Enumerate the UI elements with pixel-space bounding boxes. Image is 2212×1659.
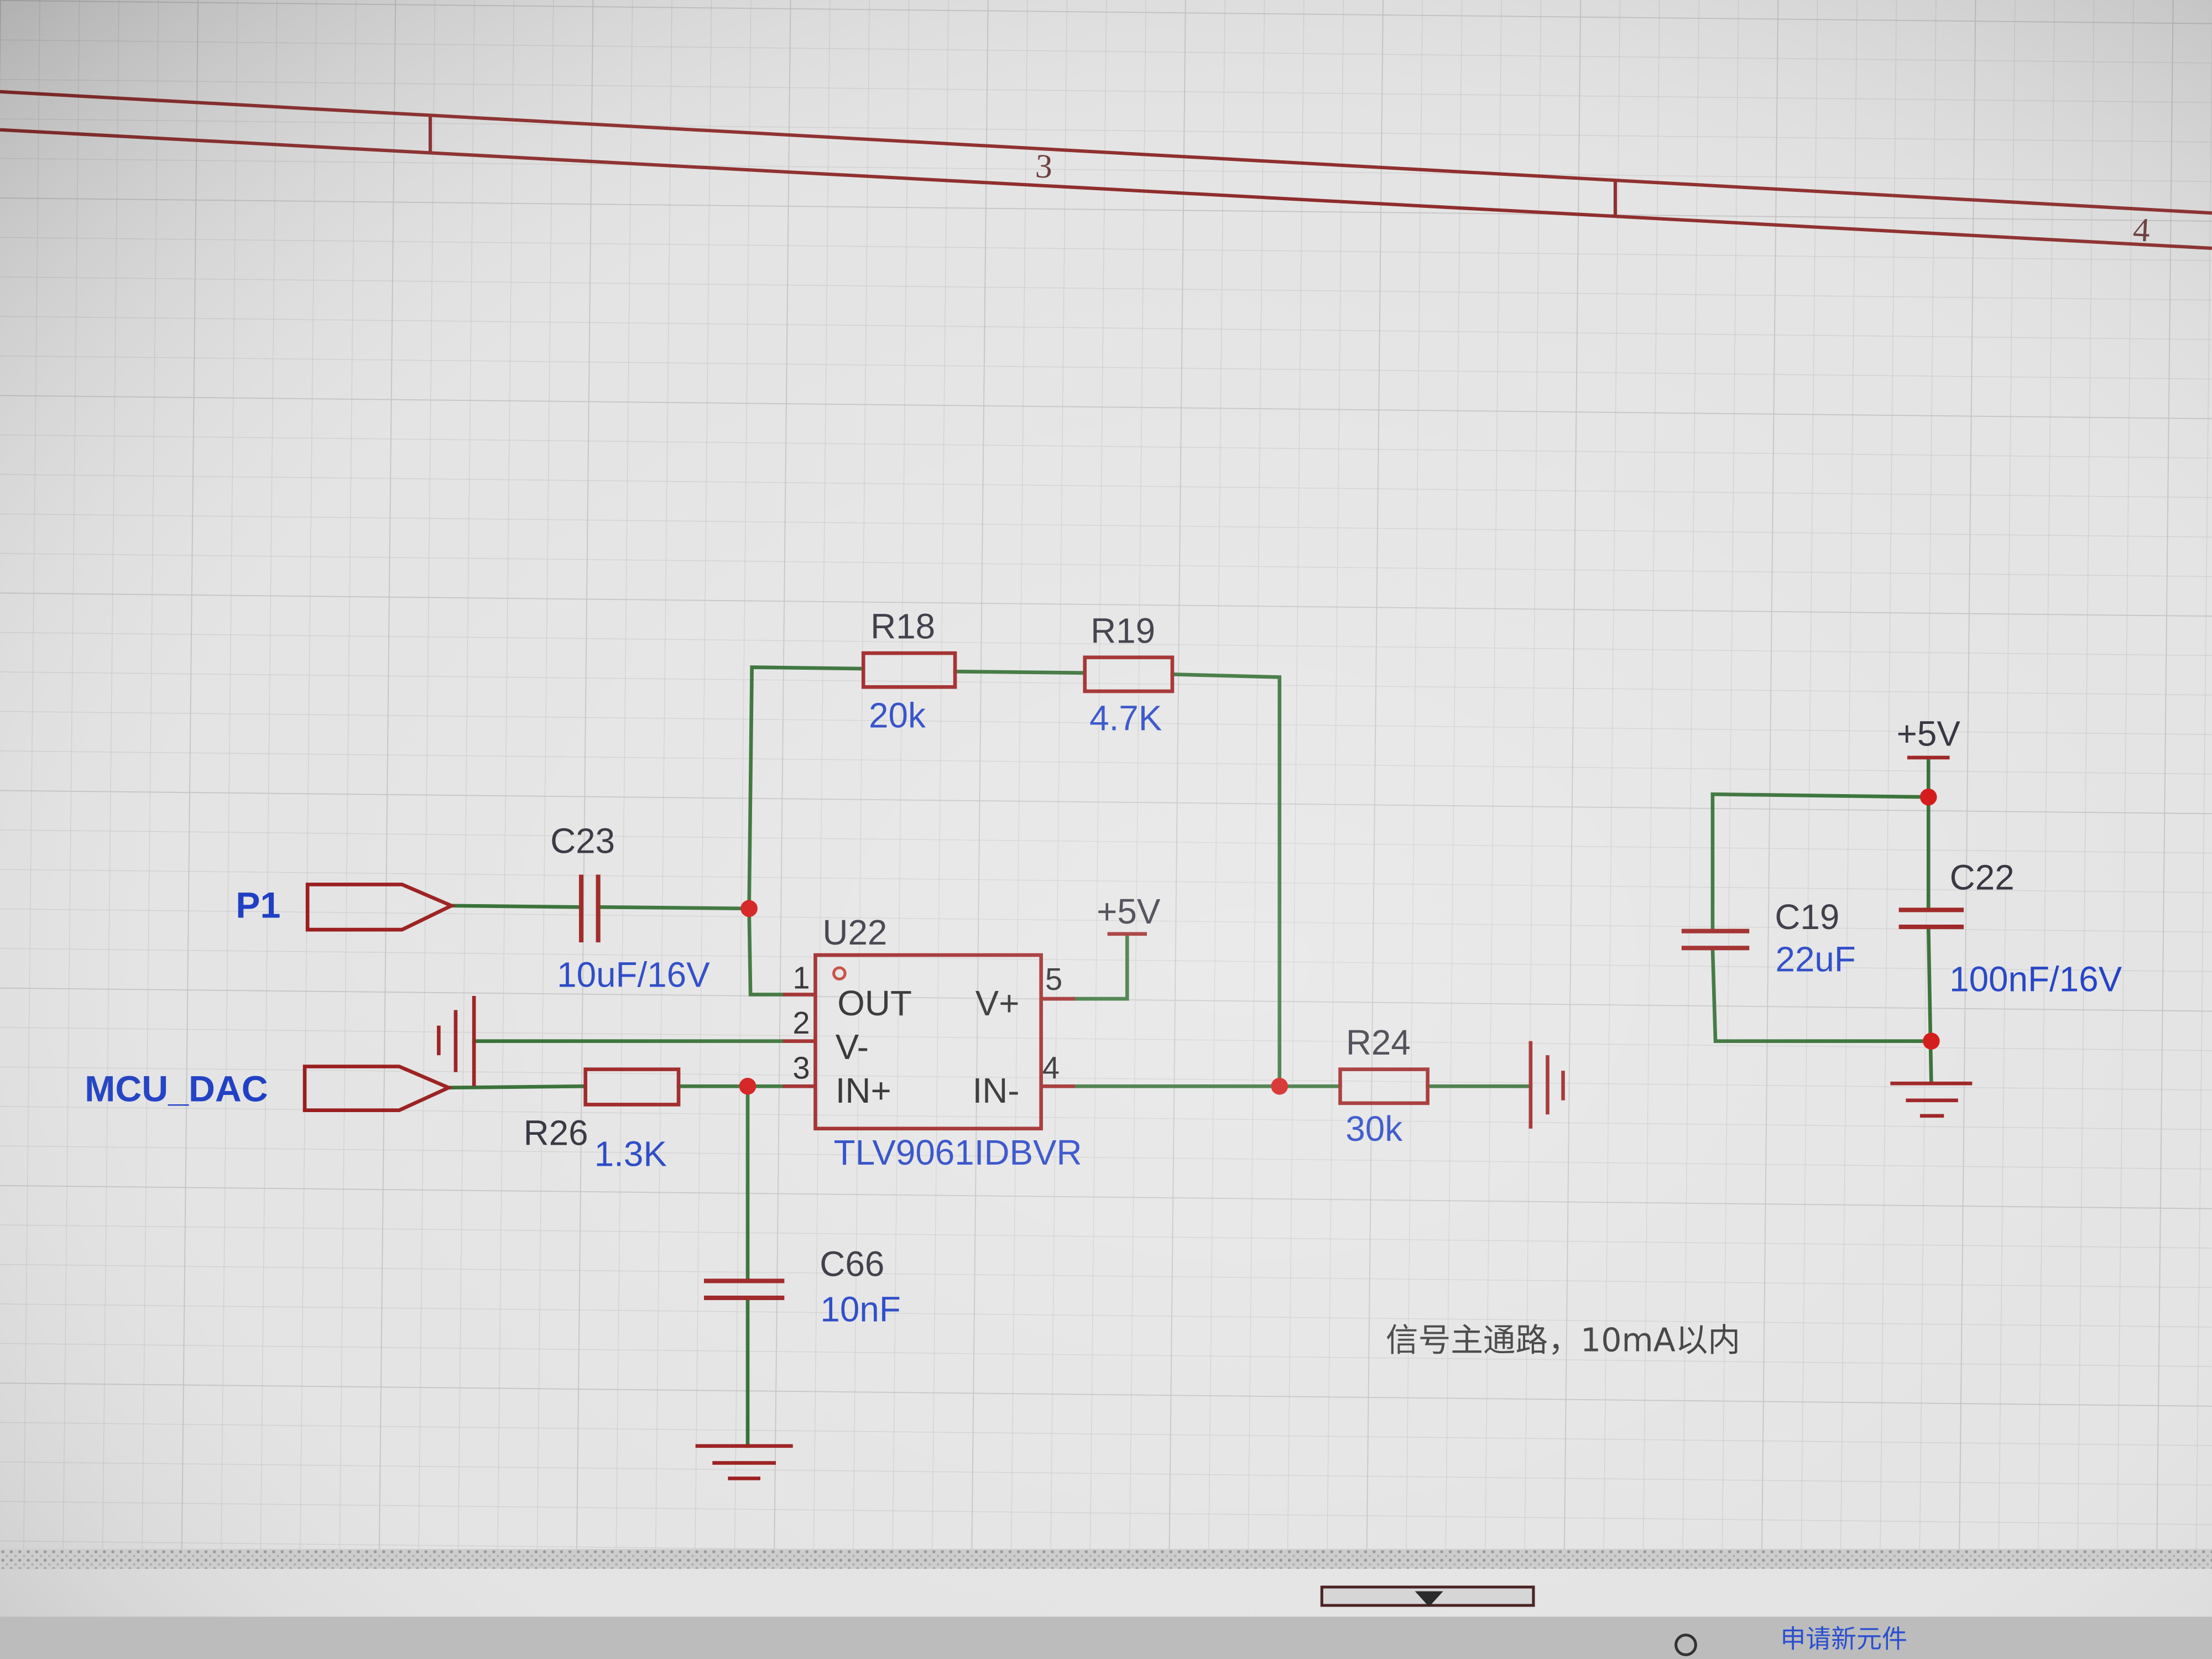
junction-dot (1923, 1032, 1940, 1050)
u22-designator: U22 (822, 912, 887, 952)
r24-value: 30k (1345, 1109, 1402, 1149)
r26-value: 1.3K (594, 1134, 667, 1174)
wire-p1-c23[interactable] (449, 904, 582, 909)
chevron-down-icon (1415, 1591, 1443, 1607)
bottom-panel (0, 1616, 2212, 1659)
c19-value: 22uF (1775, 940, 1855, 979)
pin-number-3: 3 (792, 1051, 810, 1086)
r19-value: 4.7K (1089, 698, 1162, 738)
grid-major (0, 0, 2212, 1552)
power-symbol-decoupling[interactable]: +5V (1897, 714, 1961, 760)
junction-dot (739, 1077, 757, 1095)
new-component-link[interactable]: 申请新元件 (1780, 1624, 1907, 1654)
wire-r18-r19[interactable] (953, 669, 1087, 675)
r24-designator: R24 (1346, 1022, 1411, 1062)
pin-name-inminus: IN- (973, 1071, 1020, 1110)
c22-designator: C22 (1950, 858, 2015, 898)
pin-name-inplus: IN+ (836, 1071, 891, 1110)
r26-designator: R26 (524, 1113, 588, 1152)
zone-label-3: 3 (1035, 147, 1053, 186)
r19-designator: R19 (1091, 611, 1155, 650)
circle-icon[interactable] (1674, 1634, 1697, 1656)
pin-name-vplus: V+ (975, 983, 1020, 1023)
r18-designator: R18 (870, 607, 935, 646)
pin-number-5: 5 (1045, 962, 1062, 997)
p1-label: P1 (236, 885, 280, 926)
pin-name-vminus: V- (836, 1027, 869, 1067)
c22-value: 100nF/16V (1949, 959, 2122, 999)
c23-value: 10uF/16V (557, 955, 710, 995)
c66-designator: C66 (820, 1244, 884, 1284)
decoupling-supply-label: +5V (1897, 714, 1961, 754)
r18-value: 20k (869, 695, 926, 735)
wire-mcu-dac-r26[interactable] (446, 1084, 588, 1090)
u22-part-number: TLV9061IDBVR (834, 1133, 1082, 1172)
wire-c23-node[interactable] (597, 905, 751, 911)
c23-designator: C23 (550, 821, 615, 860)
junction-dot (740, 900, 758, 917)
pin-number-1: 1 (792, 960, 810, 995)
dotted-separator (0, 1549, 2212, 1569)
c66-value: 10nF (820, 1289, 900, 1329)
pin-number-4: 4 (1042, 1051, 1060, 1086)
mcu-dac-label: MCU_DAC (85, 1068, 268, 1109)
pin-number-2: 2 (792, 1005, 810, 1040)
pin-name-out: OUT (837, 983, 912, 1023)
junction-dot (1271, 1077, 1288, 1095)
u22-supply-label: +5V (1097, 891, 1161, 931)
horizontal-scrollbar-thumb[interactable] (1320, 1585, 1535, 1607)
annotation-note[interactable]: 信号主通路，10mA以内 (1386, 1321, 1740, 1359)
zone-label-4: 4 (2132, 211, 2151, 249)
c19-designator: C19 (1775, 897, 1839, 937)
junction-dot (1919, 789, 1937, 806)
power-symbol-u22[interactable]: +5V (1097, 891, 1161, 936)
